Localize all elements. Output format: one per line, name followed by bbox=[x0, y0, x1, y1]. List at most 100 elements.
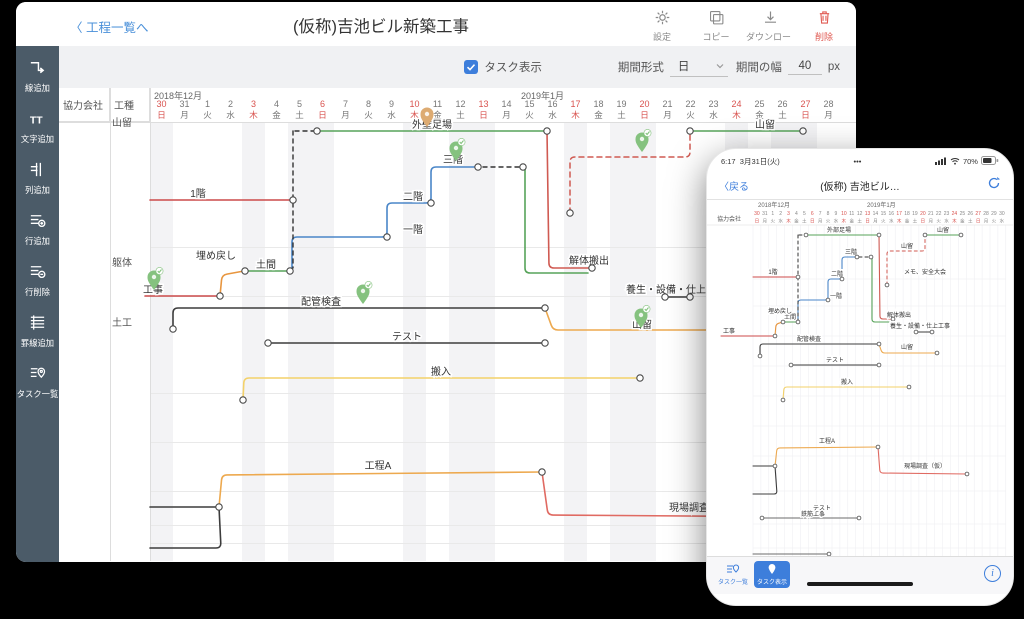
period-width-input[interactable]: 40 bbox=[787, 59, 822, 75]
yamadome-top-handle[interactable] bbox=[686, 127, 694, 135]
hannyu-line[interactable] bbox=[242, 377, 641, 401]
add-text-button[interactable]: TT 文字追加 bbox=[16, 109, 59, 145]
i-haikan-line[interactable] bbox=[759, 343, 880, 357]
i-doma-handle[interactable] bbox=[780, 319, 786, 325]
refresh-icon[interactable] bbox=[987, 176, 1001, 195]
i-test2-handle[interactable] bbox=[856, 515, 862, 521]
ipad-back-button[interactable]: 〈戻る bbox=[719, 182, 749, 193]
i-hannyu-handle[interactable] bbox=[780, 397, 786, 403]
i-dash-out-handle[interactable] bbox=[868, 254, 874, 260]
floors-blue-handle[interactable] bbox=[427, 199, 435, 207]
test-line-handle[interactable] bbox=[264, 339, 272, 347]
i-genba-handle[interactable] bbox=[964, 471, 970, 477]
info-icon[interactable]: i bbox=[984, 565, 1001, 582]
floor3-dash-out-handle[interactable] bbox=[519, 163, 527, 171]
demolition-drop-red-line[interactable] bbox=[546, 130, 593, 269]
black-u-bottom-line[interactable] bbox=[149, 506, 222, 549]
i-floors-handle[interactable] bbox=[839, 276, 845, 282]
scaffold-handle[interactable] bbox=[543, 127, 551, 135]
haikan-kensa-line[interactable] bbox=[172, 307, 546, 330]
i-yama-top-handle[interactable] bbox=[958, 232, 964, 238]
i-floors-line[interactable] bbox=[797, 256, 858, 323]
hannyu-handle[interactable] bbox=[239, 396, 247, 404]
floors-blue-handle[interactable] bbox=[383, 233, 391, 241]
i-genba-line[interactable] bbox=[877, 446, 968, 475]
kouji-handle[interactable] bbox=[216, 292, 224, 300]
yamadome-orange-line[interactable] bbox=[544, 307, 827, 331]
copy-button[interactable]: コピー bbox=[692, 7, 740, 56]
demolition-drop-green-line[interactable] bbox=[524, 166, 589, 274]
task-pin[interactable] bbox=[356, 281, 373, 304]
i-koutei-a-handle[interactable] bbox=[875, 444, 881, 450]
yojo-segment-handle[interactable] bbox=[686, 293, 694, 301]
i-black-u-bottom-line[interactable] bbox=[752, 465, 778, 495]
haikan-kensa-handle[interactable] bbox=[169, 325, 177, 333]
task-pin[interactable] bbox=[635, 129, 652, 152]
delete-button[interactable]: 削除 bbox=[800, 7, 848, 56]
test-line-handle[interactable] bbox=[541, 339, 549, 347]
doma-handle[interactable] bbox=[241, 267, 249, 275]
i-test-handle[interactable] bbox=[788, 362, 794, 368]
i-floors-handle[interactable] bbox=[854, 254, 860, 260]
floors-blue-handle[interactable] bbox=[474, 163, 482, 171]
i-yojo-handle[interactable] bbox=[929, 329, 935, 335]
yamadome-top-handle[interactable] bbox=[799, 127, 807, 135]
i-yojo-handle[interactable] bbox=[913, 329, 919, 335]
ipad-task-display-tab[interactable]: タスク表示 bbox=[754, 561, 790, 588]
i-yama-orange-line[interactable] bbox=[878, 343, 938, 354]
task-pin[interactable] bbox=[634, 305, 651, 328]
koutei-a-handle[interactable] bbox=[538, 468, 546, 476]
i-tekkin-handle[interactable] bbox=[826, 551, 832, 557]
add-line-button[interactable]: 線追加 bbox=[16, 58, 59, 94]
i-scaffold-handle[interactable] bbox=[803, 232, 809, 238]
i-yama-dash-handle[interactable] bbox=[884, 282, 890, 288]
i-yama-top-handle[interactable] bbox=[922, 232, 928, 238]
umemodoshi-line[interactable] bbox=[219, 270, 245, 297]
koutei-a-line[interactable] bbox=[218, 471, 543, 508]
i-haikan-handle[interactable] bbox=[757, 353, 763, 359]
home-indicator[interactable] bbox=[807, 582, 913, 586]
add-column-button[interactable]: 列追加 bbox=[16, 160, 59, 196]
i-floors-handle[interactable] bbox=[825, 297, 831, 303]
add-border-button[interactable]: 罫線追加 bbox=[16, 313, 59, 349]
settings-button[interactable]: 設定 bbox=[638, 7, 686, 56]
i-demo-red-line[interactable] bbox=[878, 234, 894, 320]
ipad-task-list-tab[interactable]: タスク一覧 bbox=[715, 561, 751, 588]
floor1-red-handle[interactable] bbox=[289, 196, 297, 204]
scaffold-handle[interactable] bbox=[313, 127, 321, 135]
i-yama-orange-handle[interactable] bbox=[934, 350, 940, 356]
period-format-select[interactable]: 日 bbox=[669, 57, 728, 77]
i-ume-line[interactable] bbox=[774, 321, 784, 337]
task-pin[interactable] bbox=[449, 138, 466, 161]
i-demo-red-handle[interactable] bbox=[890, 316, 896, 322]
yamadome-dashed-red-handle[interactable] bbox=[566, 209, 574, 217]
i-floor1-handle[interactable] bbox=[795, 274, 801, 280]
task-list-button[interactable]: タスク一覧 bbox=[16, 364, 59, 400]
yamadome-dashed-red-line[interactable] bbox=[569, 130, 691, 214]
genba-chosa-line[interactable] bbox=[541, 471, 831, 518]
task-pin[interactable] bbox=[147, 267, 164, 290]
haikan-kensa-handle[interactable] bbox=[541, 304, 549, 312]
